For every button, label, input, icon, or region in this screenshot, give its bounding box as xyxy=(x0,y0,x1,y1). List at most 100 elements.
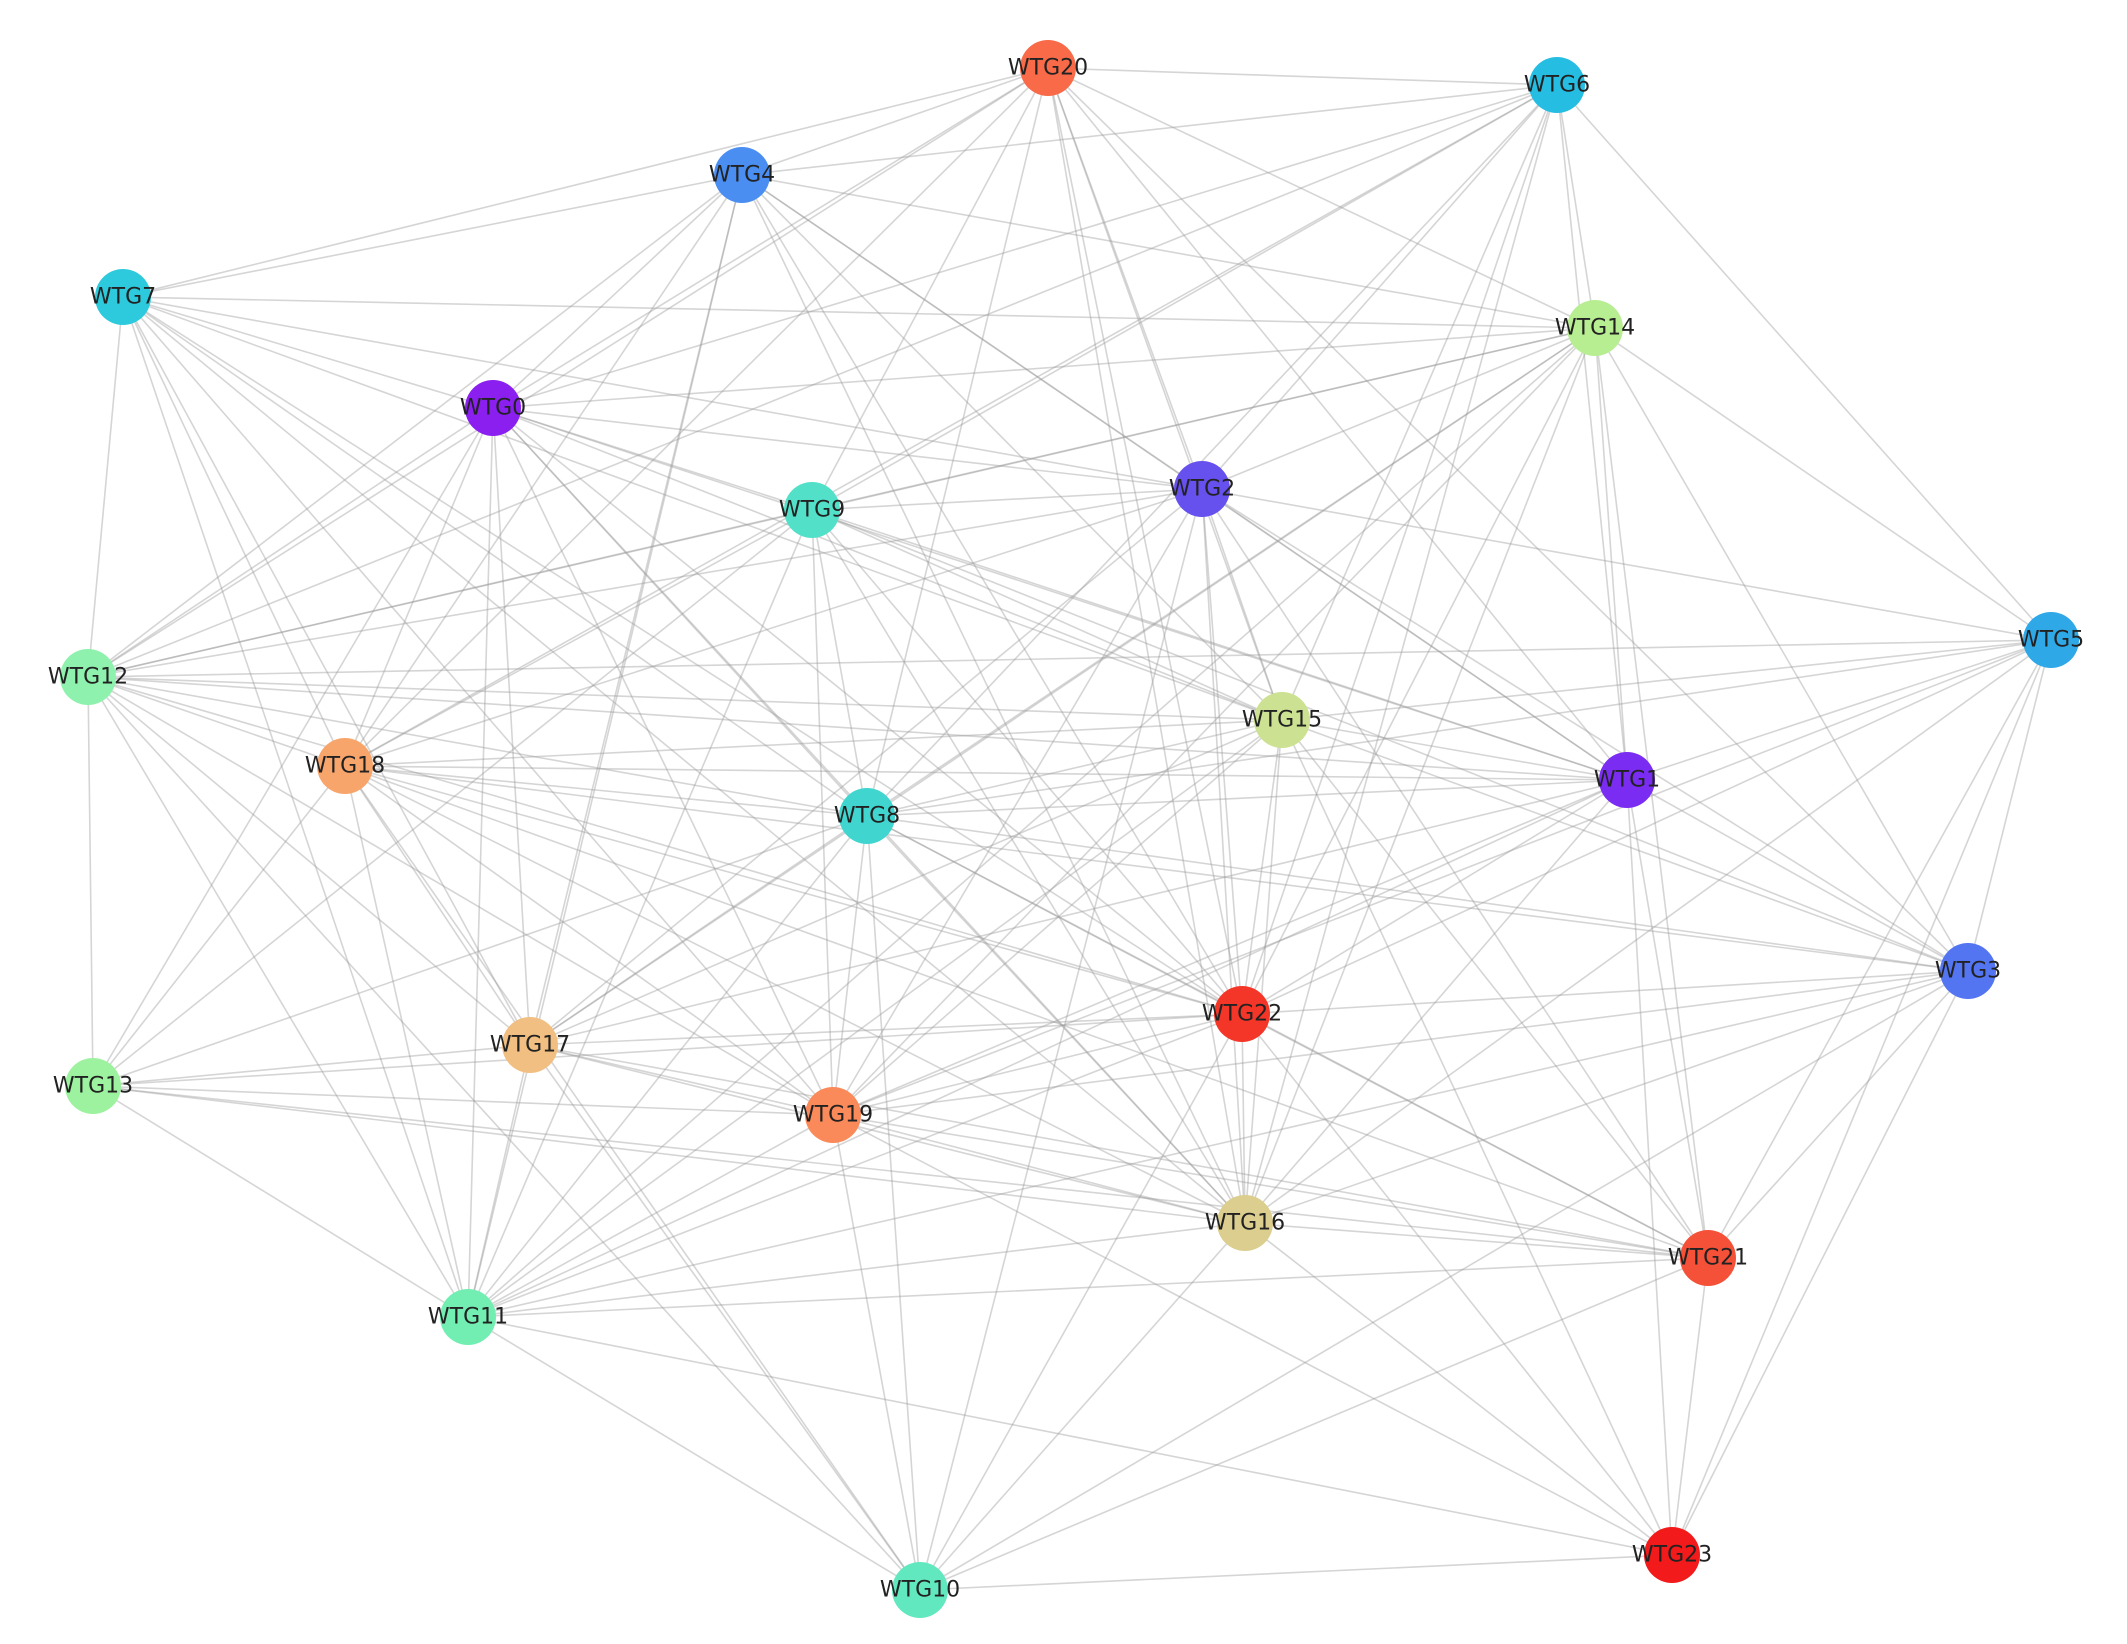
edge-wtg2-wtg3 xyxy=(1201,488,1969,972)
edge-wtg15-wtg23 xyxy=(1281,719,1673,1556)
edge-wtg6-wtg14 xyxy=(1556,84,1596,329)
edge-wtg0-wtg13 xyxy=(92,407,494,1087)
edge-wtg9-wtg13 xyxy=(92,509,813,1087)
edge-wtg14-wtg17 xyxy=(529,327,1596,1046)
edge-wtg9-wtg2 xyxy=(811,488,1203,511)
node-wtg7: WTG7 xyxy=(90,269,156,325)
edge-wtg17-wtg21 xyxy=(529,1044,1709,1259)
edge-wtg22-wtg11 xyxy=(467,1013,1243,1318)
edge-wtg5-wtg19 xyxy=(832,639,2052,1116)
node-wtg9: WTG9 xyxy=(779,482,845,538)
edge-wtg20-wtg6 xyxy=(1047,67,1558,86)
edge-wtg4-wtg16 xyxy=(741,174,1246,1224)
edge-wtg17-wtg16 xyxy=(529,1044,1246,1224)
edge-wtg14-wtg22 xyxy=(1241,327,1596,1015)
edge-wtg18-wtg21 xyxy=(344,765,1709,1259)
edge-wtg18-wtg1 xyxy=(344,765,1628,781)
edge-wtg2-wtg5 xyxy=(1201,488,2052,641)
node-circle-wtg13 xyxy=(65,1058,121,1114)
edge-wtg1-wtg8 xyxy=(866,779,1628,817)
edge-wtg6-wtg8 xyxy=(866,84,1558,817)
node-circle-wtg21 xyxy=(1680,1230,1736,1286)
edge-wtg22-wtg21 xyxy=(1241,1013,1709,1259)
node-label-wtg13: WTG13 xyxy=(53,1074,133,1099)
edge-wtg20-wtg16 xyxy=(1047,67,1246,1224)
edge-wtg0-wtg1 xyxy=(492,407,1628,781)
edge-wtg5-wtg16 xyxy=(1244,639,2052,1224)
edge-wtg4-wtg18 xyxy=(344,174,743,767)
edge-wtg18-wtg11 xyxy=(344,765,469,1318)
node-circle-wtg0 xyxy=(465,380,521,436)
edge-wtg22-wtg10 xyxy=(919,1013,1243,1591)
edge-wtg1-wtg11 xyxy=(467,779,1628,1318)
node-wtg16: WTG16 xyxy=(1205,1195,1285,1251)
edge-wtg12-wtg18 xyxy=(87,676,346,767)
edge-wtg0-wtg2 xyxy=(492,407,1203,490)
node-label-wtg14: WTG14 xyxy=(1555,316,1635,341)
node-label-wtg7: WTG7 xyxy=(90,285,156,310)
node-circle-wtg4 xyxy=(714,147,770,203)
edge-wtg16-wtg23 xyxy=(1244,1222,1673,1556)
node-circle-wtg20 xyxy=(1020,40,1076,96)
node-label-wtg10: WTG10 xyxy=(880,1578,960,1603)
edge-wtg0-wtg15 xyxy=(492,407,1283,721)
node-label-wtg0: WTG0 xyxy=(460,396,526,421)
edge-wtg15-wtg22 xyxy=(1241,719,1283,1015)
node-wtg21: WTG21 xyxy=(1668,1230,1748,1286)
edge-wtg2-wtg16 xyxy=(1201,488,1246,1224)
edge-wtg2-wtg15 xyxy=(1201,488,1283,721)
edge-wtg5-wtg15 xyxy=(1281,639,2052,721)
edge-wtg17-wtg19 xyxy=(529,1044,834,1116)
edge-wtg21-wtg23 xyxy=(1671,1257,1709,1556)
edge-wtg16-wtg10 xyxy=(919,1222,1246,1591)
edge-wtg2-wtg18 xyxy=(344,488,1203,767)
edge-wtg19-wtg10 xyxy=(832,1114,921,1591)
node-circle-wtg15 xyxy=(1254,692,1310,748)
edge-wtg7-wtg15 xyxy=(122,296,1283,721)
node-wtg15: WTG15 xyxy=(1242,692,1322,748)
edge-wtg0-wtg18 xyxy=(344,407,494,767)
node-label-wtg19: WTG19 xyxy=(793,1103,873,1128)
node-circle-wtg2 xyxy=(1174,461,1230,517)
edge-wtg9-wtg3 xyxy=(811,509,1969,972)
edge-wtg19-wtg21 xyxy=(832,1114,1709,1259)
edge-wtg6-wtg2 xyxy=(1201,84,1558,490)
edge-wtg16-wtg11 xyxy=(467,1222,1246,1318)
edge-wtg6-wtg22 xyxy=(1241,84,1558,1015)
edge-wtg20-wtg3 xyxy=(1047,67,1969,972)
edge-wtg18-wtg22 xyxy=(344,765,1243,1015)
edge-wtg12-wtg13 xyxy=(87,676,94,1087)
edge-wtg8-wtg16 xyxy=(866,815,1246,1224)
node-wtg10: WTG10 xyxy=(880,1562,960,1618)
edge-wtg18-wtg17 xyxy=(344,765,531,1046)
edge-wtg14-wtg8 xyxy=(866,327,1596,817)
edge-wtg1-wtg23 xyxy=(1626,779,1673,1556)
edge-wtg21-wtg10 xyxy=(919,1257,1709,1591)
edge-wtg2-wtg1 xyxy=(1201,488,1628,781)
node-wtg1: WTG1 xyxy=(1594,752,1660,808)
edge-wtg17-wtg10 xyxy=(529,1044,921,1591)
edge-wtg22-wtg19 xyxy=(832,1013,1243,1116)
edge-wtg14-wtg5 xyxy=(1594,327,2052,641)
edge-wtg1-wtg22 xyxy=(1241,779,1628,1015)
edge-wtg7-wtg2 xyxy=(122,296,1203,490)
edge-wtg5-wtg21 xyxy=(1707,639,2052,1259)
edge-wtg15-wtg18 xyxy=(344,719,1283,767)
edge-wtg5-wtg12 xyxy=(87,639,2052,678)
node-wtg20: WTG20 xyxy=(1008,40,1088,96)
edge-wtg6-wtg4 xyxy=(741,84,1558,176)
node-wtg12: WTG12 xyxy=(48,649,128,705)
edges-layer xyxy=(87,67,2052,1591)
node-label-wtg21: WTG21 xyxy=(1668,1246,1748,1271)
edge-wtg14-wtg1 xyxy=(1594,327,1628,781)
edge-wtg15-wtg21 xyxy=(1281,719,1709,1259)
edge-wtg20-wtg2 xyxy=(1047,67,1203,490)
edge-wtg4-wtg15 xyxy=(741,174,1283,721)
edge-wtg9-wtg8 xyxy=(811,509,868,817)
edge-wtg5-wtg1 xyxy=(1626,639,2052,781)
node-label-wtg17: WTG17 xyxy=(490,1033,570,1058)
edge-wtg9-wtg18 xyxy=(344,509,813,767)
edge-wtg5-wtg23 xyxy=(1671,639,2052,1556)
edge-wtg15-wtg3 xyxy=(1281,719,1969,972)
edge-wtg9-wtg22 xyxy=(811,509,1243,1015)
